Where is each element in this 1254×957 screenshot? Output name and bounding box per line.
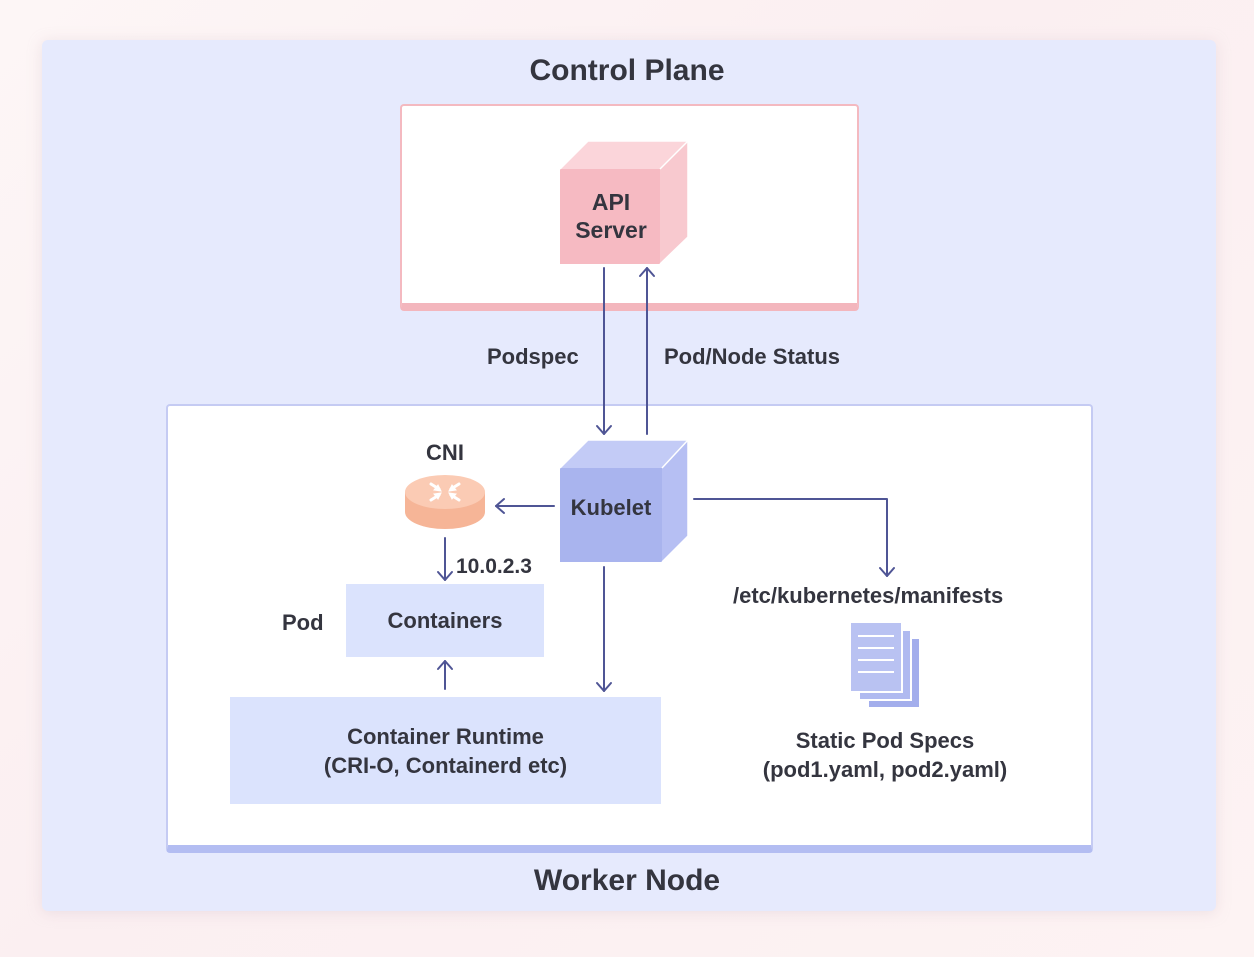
runtime-line1: Container Runtime [347,723,544,749]
cni-label: CNI [426,440,464,465]
kubelet-label: Kubelet [570,495,652,520]
kubelet-cube-icon [559,439,689,563]
api-server-label-line2: Server [575,217,647,243]
worker-node-title: Worker Node [533,864,721,897]
container-runtime-box: Container Runtime (CRI-O, Containerd etc… [230,697,661,804]
containers-box: Containers [346,584,544,657]
router-icon [405,475,485,529]
podspec-label: Podspec [487,344,579,369]
api-server-cube-icon [559,140,689,265]
runtime-line2: (CRI-O, Containerd etc) [323,752,568,778]
document-stack-icon [849,621,921,709]
control-plane-box [400,104,859,311]
manifests-path-label: /etc/kubernetes/manifests [733,583,1004,608]
ip-label: 10.0.2.3 [456,555,532,578]
pod-label: Pod [282,610,324,635]
api-server-label-line1: API [591,189,631,215]
status-label: Pod/Node Status [664,344,841,369]
static-pod-specs-label: Static Pod Specs (pod1.yaml, pod2.yaml) [735,726,1035,784]
kubelet-manifests-arrow [693,498,888,577]
static-specs-line2: (pod1.yaml, pod2.yaml) [762,757,1008,782]
api-server-label: API Server [560,188,662,244]
static-specs-line1: Static Pod Specs [795,728,975,753]
control-plane-title: Control Plane [529,54,725,87]
